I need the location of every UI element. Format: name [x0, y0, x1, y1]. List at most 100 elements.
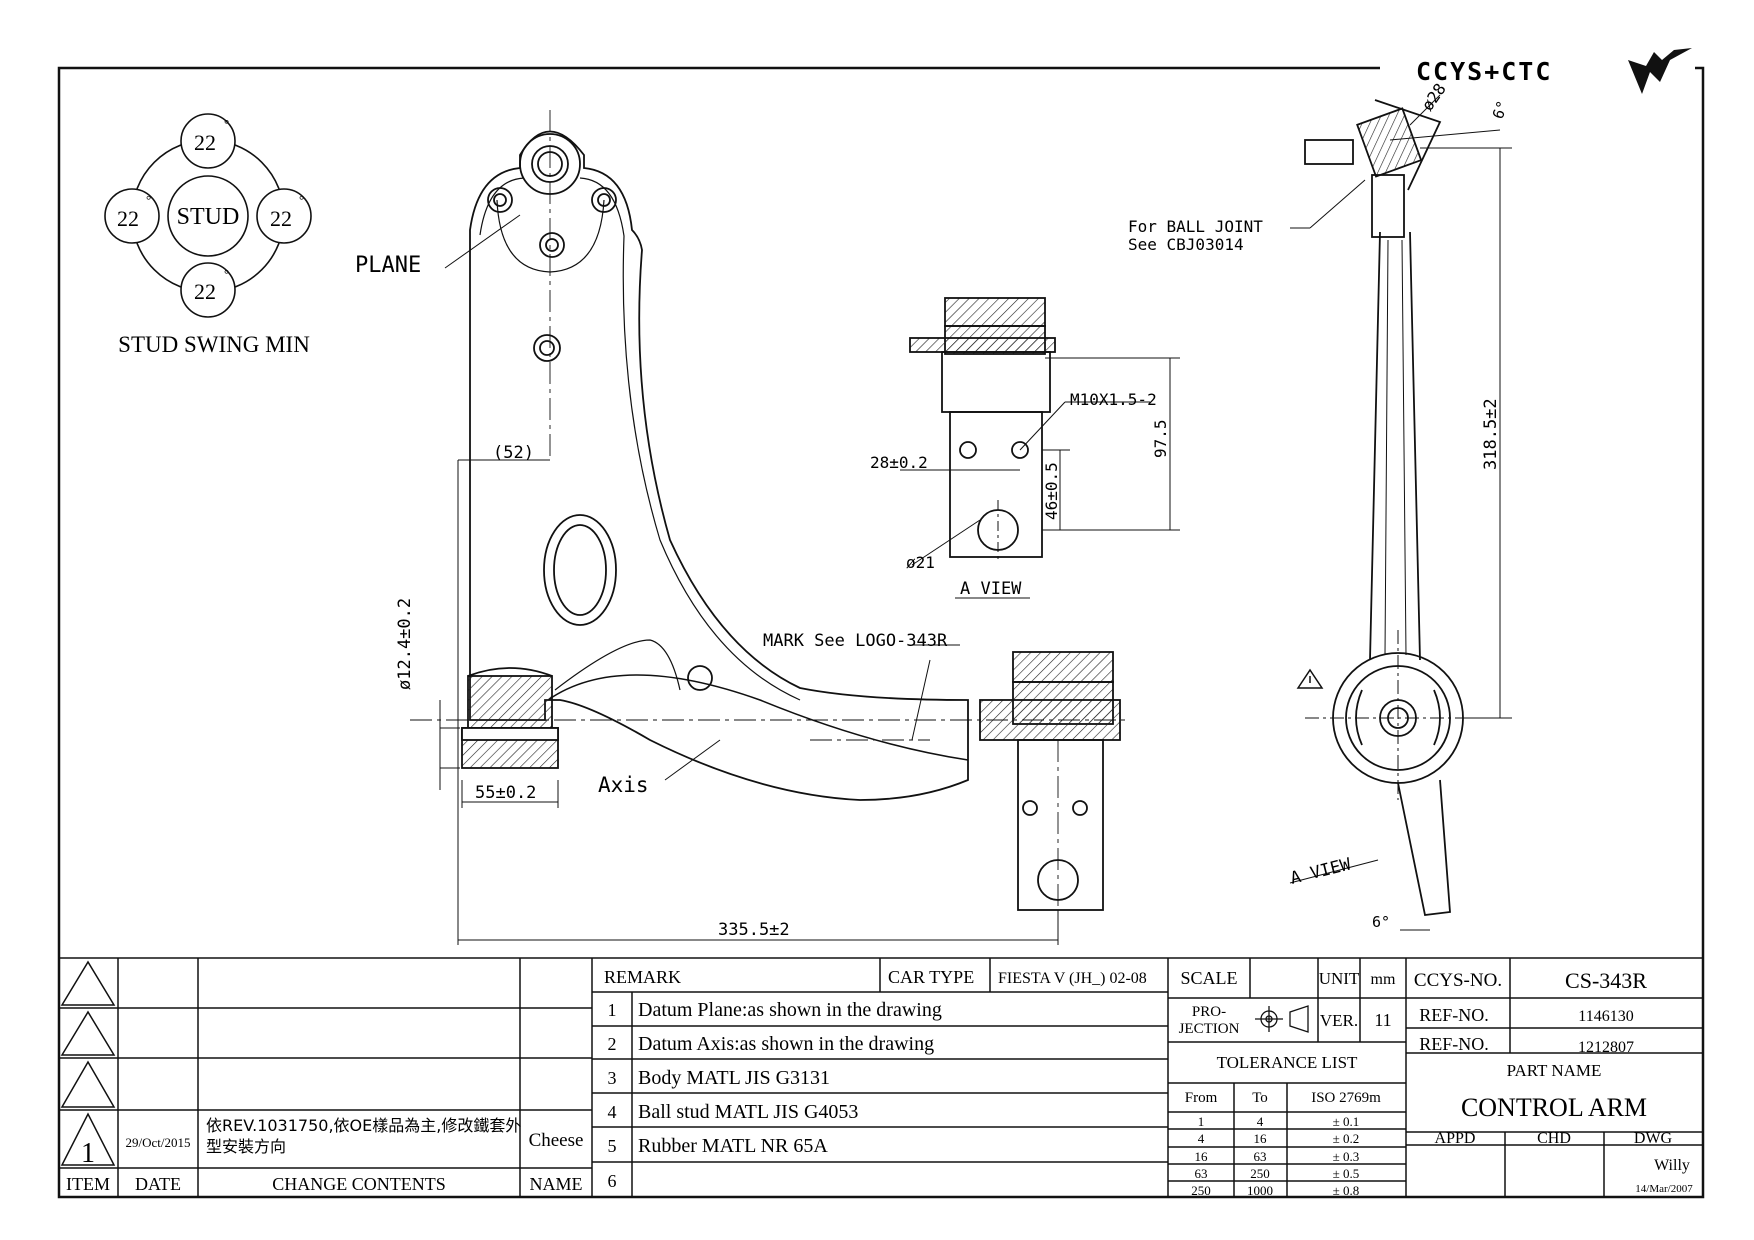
remark-no-3: 3: [608, 1068, 617, 1088]
dim-21: ø21: [906, 553, 935, 572]
tolerance-row5-value: ± 0.8: [1333, 1183, 1360, 1198]
degree-mark-bottom: °: [224, 266, 229, 281]
a-view-title: A VIEW: [960, 579, 1022, 599]
tolerance-row3-from: 16: [1195, 1149, 1209, 1164]
tolerance-row2-to: 16: [1254, 1131, 1268, 1146]
appd-label: APPD: [1435, 1130, 1476, 1147]
dim-55: 55±0.2: [475, 783, 536, 803]
revision-triangle-icons: [60, 960, 116, 1166]
tolerance-row2-from: 4: [1198, 1131, 1205, 1146]
swing-angle-top: 22: [194, 130, 216, 155]
scale-label: SCALE: [1180, 968, 1237, 988]
a-view-detail: [909, 297, 1056, 558]
brand-logo-text: CCYS+CTC: [1416, 57, 1552, 86]
projection-symbol-icon: [1255, 1005, 1309, 1033]
tolerance-row4-to: 250: [1250, 1166, 1270, 1181]
remark-text-5: Rubber MATL NR 65A: [638, 1135, 828, 1157]
tolerance-title: TOLERANCE LIST: [1217, 1053, 1358, 1072]
dwg-date: 14/Mar/2007: [1635, 1183, 1693, 1195]
side-dim-6-top: 6°: [1489, 98, 1512, 121]
mark-logo-label: MARK See LOGO-343R: [763, 631, 948, 651]
plane-label: PLANE: [355, 253, 421, 278]
stud-swing-caption: STUD SWING MIN: [118, 332, 310, 357]
ccys-no-value: CS-343R: [1565, 968, 1647, 993]
header-name: NAME: [530, 1174, 583, 1194]
remark-text-1: Datum Plane:as shown in the drawing: [638, 999, 942, 1021]
car-type-label: CAR TYPE: [888, 967, 974, 987]
a-view-dimensions: [900, 357, 1180, 566]
projection-label-line2: JECTION: [1179, 1021, 1240, 1037]
ccys-no-label: CCYS-NO.: [1414, 970, 1502, 991]
swing-angle-right: 22: [270, 206, 292, 231]
control-arm-side-view: [1304, 99, 1464, 916]
remark-no-1: 1: [608, 1000, 617, 1020]
degree-mark-right: °: [299, 192, 304, 207]
ref-no-label-1: REF-NO.: [1419, 1005, 1489, 1025]
tolerance-row1-to: 4: [1257, 1114, 1264, 1129]
ball-joint-note-line2: See CBJ03014: [1128, 235, 1244, 254]
degree-mark-left: °: [146, 192, 151, 207]
tolerance-row5-from: 250: [1191, 1183, 1211, 1198]
side-view-dimensions: [1289, 94, 1512, 931]
sheet-border: [57, 66, 1705, 1199]
warning-triangle-icon: [1296, 668, 1324, 689]
side-a-view-label: A VIEW: [1288, 854, 1353, 888]
remark-text-3: Body MATL JIS G3131: [638, 1067, 830, 1089]
remark-text-2: Datum Axis:as shown in the drawing: [638, 1033, 934, 1055]
swing-angle-left: 22: [117, 206, 139, 231]
remark-header: REMARK: [604, 967, 681, 987]
tolerance-row4-from: 63: [1195, 1166, 1208, 1181]
dwg-label: DWG: [1634, 1130, 1673, 1147]
remark-no-6: 6: [608, 1171, 617, 1191]
stud-swing-diagram: [104, 113, 312, 318]
revision-name: Cheese: [529, 1130, 584, 1151]
main-view-dimensions: [439, 214, 1059, 945]
degree-mark-top: °: [224, 116, 229, 131]
tolerance-row3-to: 63: [1254, 1149, 1267, 1164]
dim-diameter-12-4: ø12.4±0.2: [395, 598, 415, 690]
dim-46: 46±0.5: [1042, 462, 1061, 520]
ref-no-value-1: 1146130: [1578, 1008, 1633, 1025]
car-type-value: FIESTA V (JH_) 02-08: [998, 970, 1147, 987]
brand-logo: CCYS+CTC: [1416, 48, 1692, 94]
revision-item-number: 1: [81, 1138, 95, 1169]
dim-length-335-5: 335.5±2: [718, 920, 790, 940]
tolerance-row4-value: ± 0.5: [1333, 1166, 1360, 1181]
remark-no-4: 4: [608, 1102, 617, 1122]
side-dim-6-bottom: 6°: [1372, 913, 1390, 931]
ref-no-value-2: 1212807: [1578, 1039, 1634, 1056]
remark-no-2: 2: [608, 1034, 617, 1054]
header-item: ITEM: [66, 1174, 110, 1194]
ver-value: 11: [1374, 1010, 1391, 1030]
revision-change-line1: 依REV.1031750,依OE樣品為主,修改鐵套外: [206, 1116, 521, 1135]
main-view-centerlines: [410, 110, 1130, 940]
ball-joint-note-line1: For BALL JOINT: [1128, 217, 1263, 236]
tolerance-row5-to: 1000: [1247, 1183, 1273, 1198]
tolerance-row1-value: ± 0.1: [1333, 1114, 1360, 1129]
tolerance-header-to: To: [1252, 1090, 1268, 1106]
chd-label: CHD: [1537, 1130, 1571, 1147]
revision-date: 29/Oct/2015: [126, 1135, 191, 1150]
remark-no-5: 5: [608, 1136, 617, 1156]
tolerance-header-from: From: [1185, 1090, 1218, 1106]
ref-no-label-2: REF-NO.: [1419, 1034, 1489, 1054]
tolerance-row1-from: 1: [1198, 1114, 1205, 1129]
tolerance-row2-value: ± 0.2: [1333, 1131, 1360, 1146]
brand-mark-icon: [1628, 48, 1692, 94]
stud-label: STUD: [177, 204, 240, 230]
unit-label: UNIT: [1319, 969, 1360, 988]
revision-change-line2: 型安裝方向: [206, 1137, 286, 1156]
dim-52: (52): [493, 443, 534, 463]
axis-label: Axis: [598, 773, 649, 797]
dim-28: 28±0.2: [870, 453, 928, 472]
header-change-contents: CHANGE CONTENTS: [272, 1174, 446, 1194]
swing-angle-bottom: 22: [194, 279, 216, 304]
tolerance-row3-value: ± 0.3: [1333, 1149, 1360, 1164]
projection-label-line1: PRO-: [1192, 1004, 1226, 1020]
thread-m10: M10X1.5-2: [1070, 390, 1157, 409]
header-date: DATE: [135, 1174, 181, 1194]
part-name-value: CONTROL ARM: [1461, 1093, 1647, 1122]
unit-value: mm: [1371, 971, 1396, 988]
tolerance-header-iso: ISO 2769m: [1311, 1090, 1381, 1106]
